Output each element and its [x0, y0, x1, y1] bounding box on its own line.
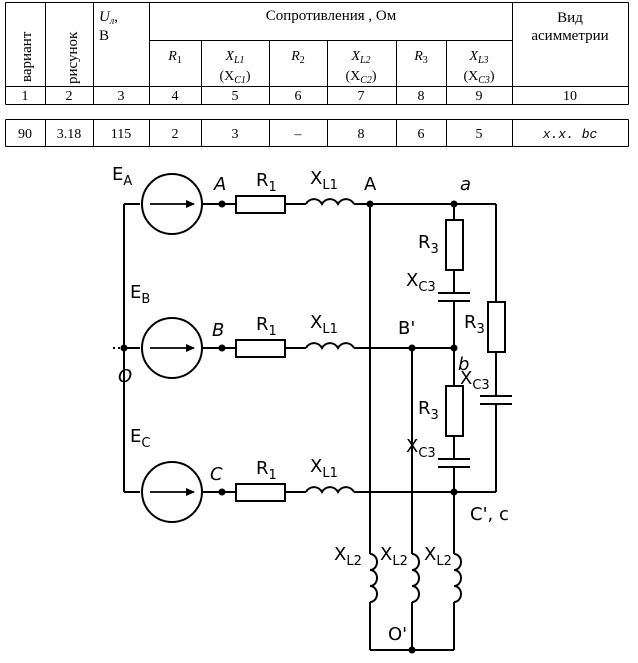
source-ea [141, 173, 203, 235]
subheader-r2: R2 [290, 49, 305, 66]
label-xc3-bc: XC3 [406, 436, 436, 461]
header-resistances: Сопротивления , Ом [266, 8, 397, 24]
subheader-r3: R3 [413, 49, 428, 66]
header-asymmetry-line1: Вид [557, 10, 583, 26]
colnum-5: 5 [232, 89, 239, 104]
label-ea: EA [112, 164, 132, 189]
cell-figure: 3.18 [57, 127, 82, 142]
label-node-o-load: O' [388, 624, 407, 645]
colnum-10: 10 [563, 89, 577, 104]
header-voltage-unit: В [99, 28, 109, 44]
header-voltage: Uл, [99, 9, 118, 27]
node-c-delta [450, 488, 458, 496]
node-o-load [408, 646, 416, 654]
source-ec [141, 461, 203, 523]
inductor-xl2-2 [411, 553, 420, 603]
label-eb: EB [130, 282, 150, 307]
label-ec: EC [130, 426, 150, 451]
label-r3-ab: R3 [418, 232, 439, 257]
inductor-xl2-1 [369, 553, 378, 603]
resistor-r1-a [235, 195, 286, 214]
subheader-xl2: XL2 [350, 49, 370, 66]
cell-variant: 90 [18, 127, 32, 142]
subheader-xc2: (XC2) [345, 69, 376, 86]
cell-r2: – [294, 127, 303, 142]
resistor-r1-c [235, 483, 286, 502]
cell-xl1: 3 [232, 127, 239, 142]
cell-voltage: 115 [111, 127, 131, 142]
label-r3-ac: R3 [464, 312, 485, 337]
label-xc3-ac: XC3 [460, 368, 490, 393]
label-node-b-src: B [212, 320, 224, 341]
subheader-xl3: XL3 [468, 49, 488, 66]
header-figure: рисунок [65, 31, 81, 84]
node-o [120, 344, 128, 352]
label-node-c-delta: C', c [470, 504, 509, 525]
label-xl1-b: XL1 [310, 312, 338, 337]
label-xl2-2: XL2 [380, 544, 408, 569]
label-r1-a: R1 [256, 170, 277, 195]
cell-xl2: 8 [358, 127, 365, 142]
subheader-xc3: (XC3) [463, 69, 494, 86]
label-xl2-1: XL2 [334, 544, 362, 569]
subheader-xl1: XL1 [224, 49, 244, 66]
inductor-xl1-b [305, 342, 355, 351]
label-r3-bc: R3 [418, 398, 439, 423]
label-node-b-load: B' [398, 318, 415, 339]
cell-xl3: 5 [476, 127, 483, 142]
subheader-xc1: (XC1) [219, 69, 250, 86]
label-xl1-c: XL1 [310, 456, 338, 481]
label-xc3-ab: XC3 [406, 270, 436, 295]
cell-asymmetry: х.х. bc [542, 127, 598, 142]
node-a-delta [450, 200, 458, 208]
label-node-a-src: A [213, 174, 226, 195]
colnum-1: 1 [22, 89, 29, 104]
inductor-xl2-3 [453, 553, 462, 603]
header-asymmetry-line2: асимметрии [531, 28, 608, 44]
label-node-c-src: C [210, 464, 223, 485]
node-a-src [218, 200, 226, 208]
label-node-b-delta: b [458, 354, 469, 375]
source-eb [141, 317, 203, 379]
parameters-table: вариант рисунок Uл, В Сопротивления , Ом… [5, 2, 629, 147]
node-b-src [218, 344, 226, 352]
colnum-8: 8 [418, 89, 425, 104]
node-a-load [366, 200, 374, 208]
cell-r3: 6 [418, 127, 425, 142]
circuit-diagram: EA EB EC A B C O R1 R1 R1 XL1 XL1 XL1 A … [112, 164, 512, 654]
inductor-xl1-a [305, 198, 355, 207]
resistor-r1-b [235, 339, 286, 358]
label-r1-c: R1 [256, 458, 277, 483]
label-r1-b: R1 [256, 314, 277, 339]
label-node-a-load: A [364, 174, 377, 195]
label-node-a-delta: a [460, 174, 471, 195]
colnum-3: 3 [118, 89, 125, 104]
colnum-9: 9 [476, 89, 483, 104]
label-node-o: O [118, 366, 132, 387]
cell-r1: 2 [172, 127, 179, 142]
colnum-6: 6 [295, 89, 302, 104]
label-xl1-a: XL1 [310, 168, 338, 193]
subheader-r1: R1 [167, 49, 182, 66]
colnum-4: 4 [172, 89, 179, 104]
node-c-src [218, 488, 226, 496]
colnum-7: 7 [358, 89, 365, 104]
label-xl2-3: XL2 [424, 544, 452, 569]
resistor-r3-ac [487, 301, 506, 353]
node-b-load [408, 344, 416, 352]
node-b-delta [450, 344, 458, 352]
resistor-r3-ab [445, 219, 464, 271]
inductor-xl1-c [305, 486, 355, 495]
header-variant: вариант [19, 31, 35, 82]
colnum-2: 2 [66, 89, 73, 104]
resistor-r3-bc [445, 385, 464, 437]
